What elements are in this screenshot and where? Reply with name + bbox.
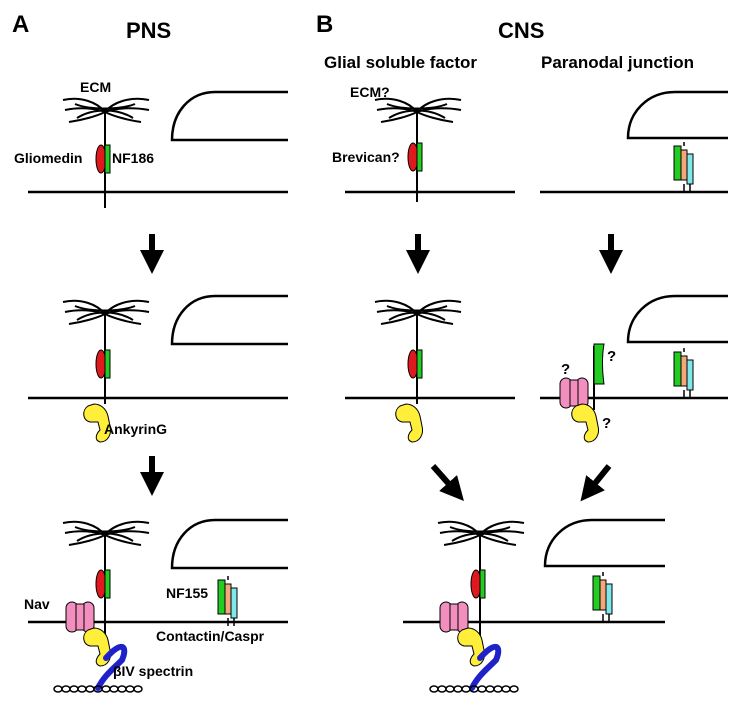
column-title-paranodal-junction: Paranodal junction [541, 53, 694, 72]
cns-soluble-stage-2 [345, 299, 515, 443]
label-ankyring: AnkyrinG [104, 421, 167, 437]
question-nav: ? [561, 361, 570, 378]
gliomedin-nf186-icon [407, 349, 423, 379]
nav-channel-icon [65, 601, 95, 633]
pns-stage-3: Nav NF155 Contactin/Caspr βIV spectrin [24, 518, 288, 693]
label-nf155: NF155 [166, 585, 208, 601]
nf155-contactin-caspr-icon [217, 575, 238, 627]
gliomedin-nf186-icon [95, 569, 111, 599]
ankyrin-icon [395, 403, 424, 443]
label-biv-spectrin: βIV spectrin [113, 663, 193, 679]
glia-loop-icon [170, 518, 288, 570]
panel-b-letter: B [316, 11, 333, 38]
glia-loop-icon [543, 518, 665, 568]
pns-stage-1: ECM Gliomedin NF186 [14, 79, 288, 208]
glia-loop-icon [170, 90, 288, 142]
arrow-diagonal-icon [430, 464, 464, 501]
arrow-diagonal-icon [580, 464, 612, 502]
cns-paranodal-stage-1 [540, 90, 728, 194]
panel-a-title: PNS [126, 18, 171, 43]
cns-paranodal-stage-2: ? ? ? [540, 294, 728, 443]
nav-channel-icon [439, 601, 469, 633]
question-ankyrin: ? [602, 415, 611, 432]
brevican-nf186-icon [407, 142, 423, 172]
gliomedin-nf186-icon [95, 144, 111, 174]
nav-channel-icon [559, 377, 589, 409]
spectrin-icon [95, 644, 128, 691]
label-nav: Nav [24, 596, 50, 612]
spectrin-icon [469, 644, 502, 691]
question-nf186: ? [607, 348, 616, 365]
cns-stage-3 [403, 518, 665, 693]
glia-loop-icon [626, 294, 728, 344]
cns-soluble-stage-1: ECM? Brevican? [332, 84, 515, 202]
nf155-contactin-caspr-icon [592, 571, 613, 623]
gliomedin-nf186-icon [95, 349, 111, 379]
label-contactin-caspr: Contactin/Caspr [156, 628, 265, 644]
label-gliomedin: Gliomedin [14, 150, 82, 166]
glia-loop-icon [626, 90, 728, 140]
pns-stage-2: AnkyrinG [28, 294, 288, 443]
glia-loop-icon [170, 294, 288, 346]
panel-a-letter: A [12, 11, 29, 38]
gliomedin-nf186-icon [470, 569, 486, 599]
nf155-contactin-caspr-icon [673, 347, 694, 399]
nf155-contactin-caspr-icon [673, 141, 694, 193]
nf186-icon [593, 343, 605, 385]
label-brevican-question: Brevican? [332, 149, 400, 165]
column-title-glial-soluble-factor: Glial soluble factor [324, 53, 477, 72]
panel-b-title: CNS [498, 18, 544, 43]
label-nf186: NF186 [112, 150, 154, 166]
label-ecm: ECM [80, 79, 111, 95]
label-ecm-question: ECM? [350, 84, 390, 100]
